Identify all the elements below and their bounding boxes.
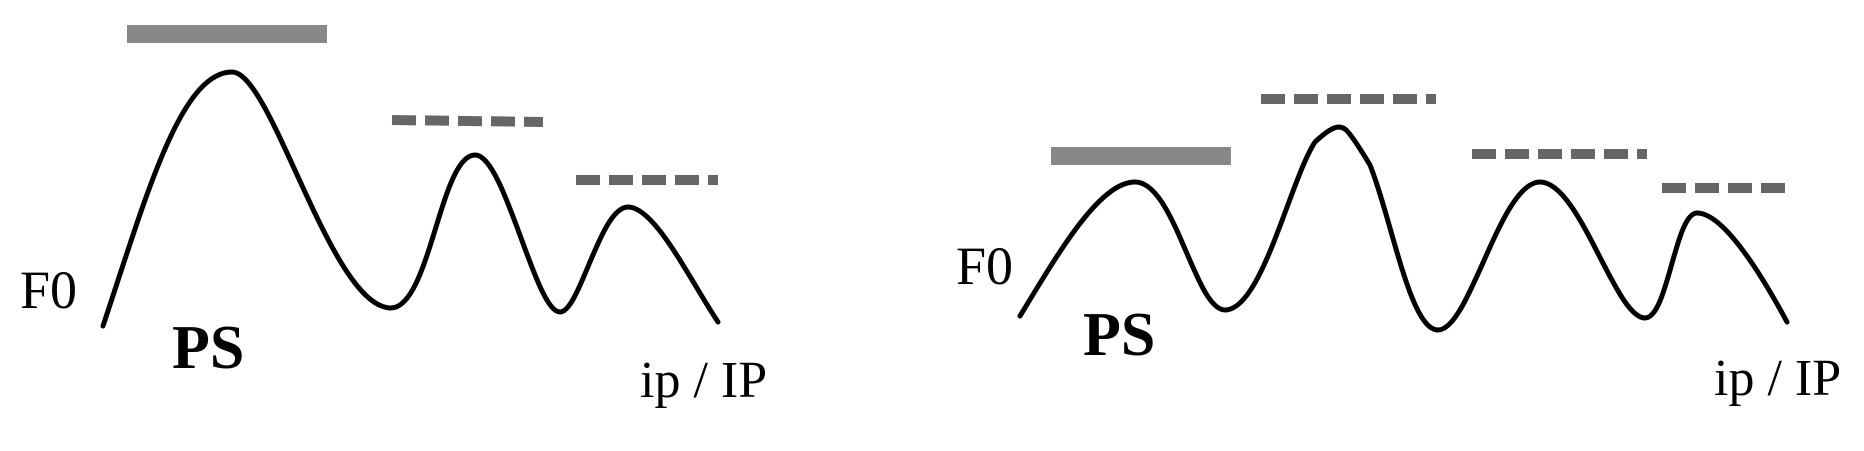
f0-contour-left — [100, 69, 721, 329]
panel-right: F0 PS ip / IP — [956, 94, 1841, 407]
end-label-ip-left: ip / IP — [640, 352, 767, 409]
axis-label-f0-left: F0 — [20, 260, 77, 320]
panel-left: F0 PS ip / IP — [20, 25, 767, 409]
pitch-range-bar-dashed-left-1 — [391, 115, 544, 127]
end-label-ip-right: ip / IP — [1714, 350, 1841, 407]
phrase-label-ps-left: PS — [172, 314, 244, 382]
axis-label-f0-right: F0 — [956, 236, 1013, 296]
phrase-label-ps-right: PS — [1083, 301, 1155, 369]
f0-contour-right — [1017, 124, 1790, 333]
